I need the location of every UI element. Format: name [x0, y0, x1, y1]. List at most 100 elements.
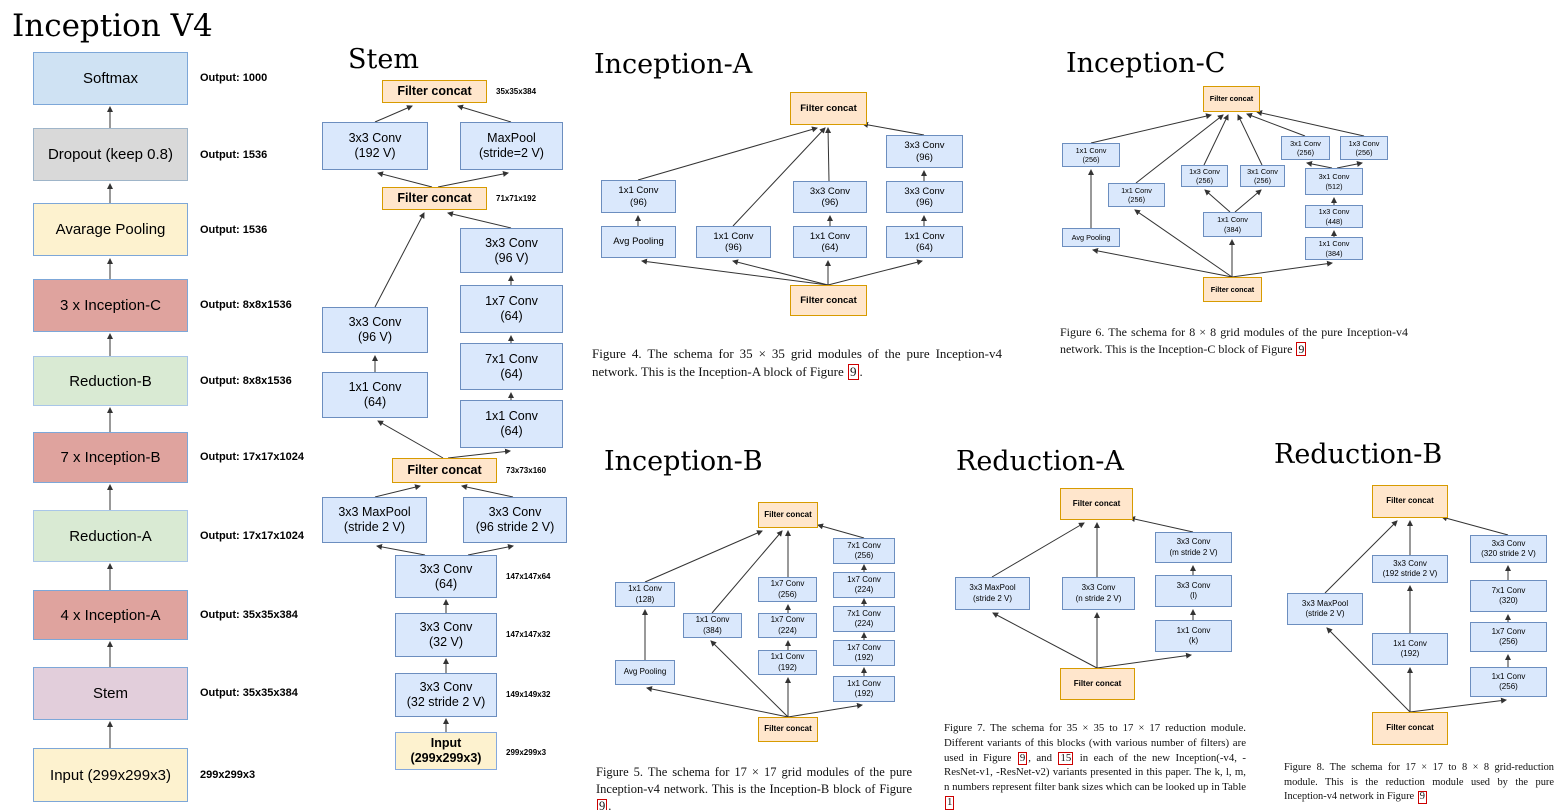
- inca-conv-3x3-96-right: 3x3 Conv (96): [886, 181, 963, 213]
- overview-output-reduction-a: Output: 17x17x1024: [200, 530, 304, 542]
- incb-avg-pooling: Avg Pooling: [615, 660, 675, 685]
- stem-conv-3x3-64: 3x3 Conv (64): [395, 555, 497, 598]
- reda-conv-3x3-n-stride2: 3x3 Conv (n stride 2 V): [1062, 577, 1135, 610]
- reda-filter-concat-top: Filter concat: [1060, 488, 1133, 520]
- stem-title: Stem: [348, 44, 419, 75]
- inca-avg-pooling: Avg Pooling: [601, 226, 676, 258]
- inca-conv-1x1-96-left: 1x1 Conv (96): [601, 180, 676, 213]
- overview-output-softmax: Output: 1000: [200, 72, 268, 84]
- reduction-b-title: Reduction-B: [1274, 439, 1443, 470]
- incc-conv-1x1-256-left: 1x1 Conv (256): [1062, 143, 1120, 167]
- stem-dim-147x147x64: 147x147x64: [506, 572, 551, 581]
- overview-layer-stem: Stem: [33, 667, 188, 720]
- overview-layer-dropout: Dropout (keep 0.8): [33, 128, 188, 181]
- figure-reference: 9: [848, 363, 859, 380]
- incc-conv-1x1-384-mid: 1x1 Conv (384): [1203, 212, 1262, 237]
- stem-conv-1x1-64-right: 1x1 Conv (64): [460, 400, 563, 448]
- incb-conv-1x7-224-r: 1x7 Conv (224): [833, 572, 895, 598]
- stem-input: Input (299x299x3): [395, 732, 497, 770]
- figure5-caption: Figure 5. The schema for 17 × 17 grid mo…: [596, 764, 912, 810]
- inca-filter-concat-bottom: Filter concat: [790, 285, 867, 316]
- redb-maxpool-3x3-stride2: 3x3 MaxPool (stride 2 V): [1287, 593, 1363, 625]
- inception-b-title: Inception-B: [604, 446, 763, 477]
- stem-conv-3x3-96v-left: 3x3 Conv (96 V): [322, 307, 428, 353]
- overview-layer-inception-a: 4 x Inception-A: [33, 590, 188, 640]
- overview-layer-softmax: Softmax: [33, 52, 188, 105]
- figure-reference: 9: [1296, 341, 1307, 357]
- incc-conv-1x3-256-mid: 1x3 Conv (256): [1181, 165, 1228, 187]
- overview-output-inception-c: Output: 8x8x1536: [200, 299, 292, 311]
- inca-conv-3x3-96-top: 3x3 Conv (96): [886, 135, 963, 168]
- incc-filter-concat-bottom: Filter concat: [1203, 277, 1262, 302]
- redb-conv-7x1-320: 7x1 Conv (320): [1470, 580, 1547, 612]
- stem-conv-3x3-192v: 3x3 Conv (192 V): [322, 122, 428, 170]
- stem-dim-71x71x192: 71x71x192: [496, 194, 537, 203]
- figure-reference: 9: [597, 799, 608, 810]
- stem-dim-149x149x32: 149x149x32: [506, 690, 551, 699]
- incb-conv-1x7-224-m: 1x7 Conv (224): [758, 613, 817, 638]
- overview-layer-input: Input (299x299x3): [33, 748, 188, 802]
- reduction-a-title: Reduction-A: [956, 446, 1124, 477]
- incc-conv-1x1-256-b2: 1x1 Conv (256): [1108, 183, 1165, 207]
- figure4-caption: Figure 4. The schema for 35 × 35 grid mo…: [592, 346, 1002, 380]
- stem-conv-7x1-64: 7x1 Conv (64): [460, 343, 563, 390]
- incc-conv-1x3-448: 1x3 Conv (448): [1305, 205, 1363, 228]
- reda-conv-1x1-k: 1x1 Conv (k): [1155, 620, 1232, 652]
- page-title: Inception V4: [12, 8, 213, 44]
- overview-output-dropout: Output: 1536: [200, 149, 268, 161]
- incb-conv-1x1-192-m: 1x1 Conv (192): [758, 650, 817, 675]
- incb-filter-concat-bottom: Filter concat: [758, 717, 818, 742]
- incc-filter-concat-top: Filter concat: [1203, 86, 1260, 112]
- incc-conv-3x1-256-mid: 3x1 Conv (256): [1240, 165, 1285, 187]
- incb-conv-1x7-192: 1x7 Conv (192): [833, 640, 895, 666]
- overview-output-inception-a: Output: 35x35x384: [200, 609, 298, 621]
- stem-conv-3x3-96-stride2: 3x3 Conv (96 stride 2 V): [463, 497, 567, 543]
- incb-conv-1x1-384: 1x1 Conv (384): [683, 613, 742, 638]
- figure7-caption: Figure 7. The schema for 35 × 35 to 17 ×…: [944, 721, 1247, 810]
- incb-conv-1x1-192-r: 1x1 Conv (192): [833, 676, 895, 702]
- overview-output-stem: Output: 35x35x384: [200, 687, 298, 699]
- inca-conv-1x1-96-b2: 1x1 Conv (96): [696, 226, 771, 258]
- overview-layer-reduction-a: Reduction-A: [33, 510, 188, 562]
- redb-conv-1x7-256: 1x7 Conv (256): [1470, 622, 1547, 652]
- overview-layer-reduction-b: Reduction-B: [33, 356, 188, 406]
- redb-conv-3x3-320-stride2: 3x3 Conv (320 stride 2 V): [1470, 535, 1547, 563]
- stem-conv-3x3-32v: 3x3 Conv (32 V): [395, 613, 497, 657]
- incb-conv-7x1-256: 7x1 Conv (256): [833, 538, 895, 564]
- overview-layer-inception-b: 7 x Inception-B: [33, 432, 188, 483]
- stem-dim-147x147x32: 147x147x32: [506, 630, 551, 639]
- overview-output-input: 299x299x3: [200, 769, 256, 781]
- stem-dim-73x73x160: 73x73x160: [506, 466, 547, 475]
- stem-filter-concat-top: Filter concat: [382, 80, 487, 103]
- figure-reference: 15: [1058, 751, 1074, 765]
- reda-maxpool-3x3-stride2: 3x3 MaxPool (stride 2 V): [955, 577, 1030, 610]
- incb-conv-7x1-224: 7x1 Conv (224): [833, 606, 895, 632]
- reda-filter-concat-bottom: Filter concat: [1060, 668, 1135, 700]
- inception-a-title: Inception-A: [594, 49, 753, 80]
- overview-layer-avg-pooling: Avarage Pooling: [33, 203, 188, 256]
- incc-conv-1x3-256-tr: 1x3 Conv (256): [1340, 136, 1388, 160]
- reda-conv-3x3-l: 3x3 Conv (l): [1155, 575, 1232, 607]
- incc-conv-3x1-512: 3x1 Conv (512): [1305, 168, 1363, 195]
- inception-c-title: Inception-C: [1066, 48, 1226, 79]
- stem-conv-1x7-64: 1x7 Conv (64): [460, 285, 563, 333]
- inca-conv-1x1-64-mid: 1x1 Conv (64): [793, 226, 867, 258]
- redb-filter-concat-top: Filter concat: [1372, 485, 1448, 518]
- incc-conv-1x1-384-r: 1x1 Conv (384): [1305, 237, 1363, 260]
- overview-output-reduction-b: Output: 8x8x1536: [200, 375, 292, 387]
- inca-conv-3x3-96-mid: 3x3 Conv (96): [793, 181, 867, 213]
- figure6-caption: Figure 6. The schema for 8 × 8 grid modu…: [1060, 325, 1408, 357]
- overview-output-avg-pooling: Output: 1536: [200, 224, 268, 236]
- stem-dim-35x35x384: 35x35x384: [496, 87, 537, 96]
- figure-reference: 9: [1417, 791, 1427, 805]
- figure-reference: 9: [1017, 751, 1028, 765]
- stem-conv-3x3-32-stride2: 3x3 Conv (32 stride 2 V): [395, 673, 497, 717]
- stem-dim-299x299x3: 299x299x3: [506, 748, 547, 757]
- stem-conv-1x1-64-left: 1x1 Conv (64): [322, 372, 428, 418]
- redb-conv-1x1-256: 1x1 Conv (256): [1470, 667, 1547, 697]
- redb-filter-concat-bottom: Filter concat: [1372, 712, 1448, 745]
- inca-filter-concat-top: Filter concat: [790, 92, 867, 125]
- figure-reference: 1: [945, 796, 955, 810]
